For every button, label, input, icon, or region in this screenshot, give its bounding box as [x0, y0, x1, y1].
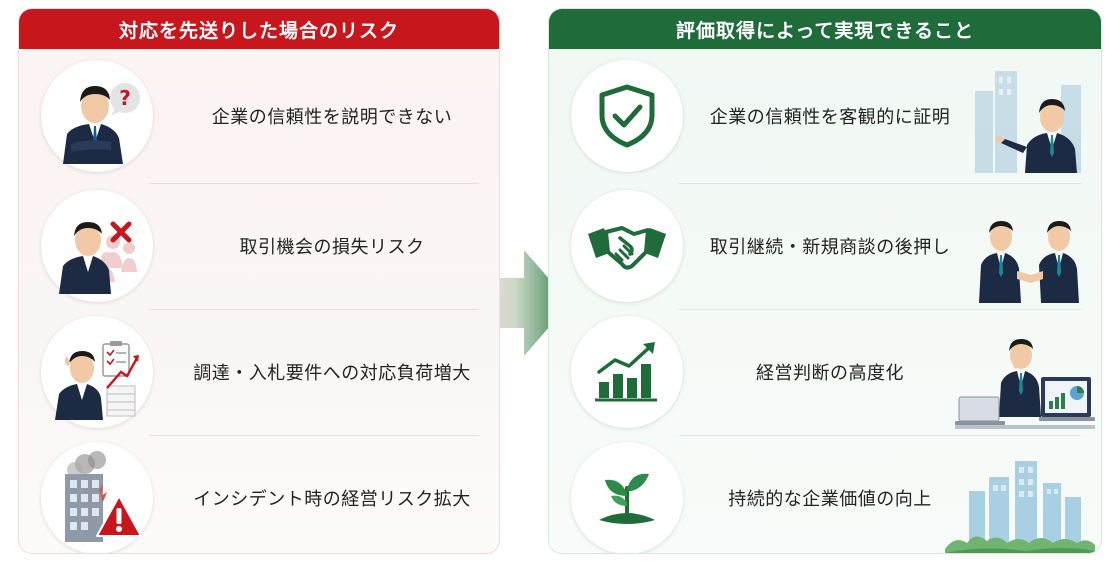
handshake-icon	[571, 190, 683, 302]
benefit-item: 経営判断の高度化	[549, 309, 1101, 435]
risk-item-label: 取引機会の損失リスク	[239, 237, 425, 258]
benefit-item-label: 企業の信頼性を客観的に証明	[709, 107, 951, 128]
benefit-item-label: 持続的な企業価値の向上	[728, 489, 932, 510]
benefit-item: 持続的な企業価値の向上	[549, 435, 1101, 553]
two-businessmen-handshake-illustration	[979, 221, 1079, 303]
row-divider	[149, 435, 479, 436]
businessman-laptop-dashboard-illustration	[955, 339, 1095, 429]
risk-item: インシデント時の経営リスク拡大	[19, 435, 499, 553]
risk-panel-title: 対応を先送りした場合のリスク	[19, 9, 499, 49]
risk-item-label: インシデント時の経営リスク拡大	[193, 489, 471, 510]
row-divider	[679, 309, 1081, 310]
row-divider	[679, 183, 1081, 184]
row-divider	[679, 435, 1081, 436]
risk-item-label: 調達・入札要件への対応負荷増大	[193, 363, 471, 384]
benefit-item-label: 経営判断の高度化	[756, 363, 904, 384]
benefit-item: 取引継続・新規商談の後押し	[549, 183, 1101, 309]
risk-item: 調達・入札要件への対応負荷増大	[19, 309, 499, 435]
benefit-item-label: 取引継続・新規商談の後押し	[709, 237, 951, 258]
procurement-burden-icon	[41, 316, 153, 428]
svg-text:?: ?	[119, 86, 131, 110]
presenting-businessman-city-illustration	[975, 71, 1081, 173]
confused-businessman-icon: ?	[41, 60, 153, 172]
shield-check-icon	[571, 60, 683, 172]
benefit-item: 企業の信頼性を客観的に証明	[549, 53, 1101, 179]
lost-deal-businessman-icon	[41, 190, 153, 302]
incident-building-warning-icon	[41, 442, 153, 553]
risk-panel: 対応を先送りした場合のリスク ? 企業の信頼性を説明できない	[18, 8, 500, 554]
green-city-skyline-illustration	[945, 461, 1095, 553]
row-divider	[149, 183, 479, 184]
risk-item: 取引機会の損失リスク	[19, 183, 499, 309]
growth-chart-icon	[571, 316, 683, 428]
sprout-icon	[571, 442, 683, 553]
row-divider	[149, 309, 479, 310]
benefit-panel: 評価取得によって実現できること 企業の信頼性を客観的に証明	[548, 8, 1102, 554]
risk-item-label: 企業の信頼性を説明できない	[211, 107, 453, 128]
risk-item: ? 企業の信頼性を説明できない	[19, 53, 499, 179]
transition-arrow-icon	[472, 250, 570, 356]
benefit-panel-title: 評価取得によって実現できること	[549, 9, 1101, 49]
